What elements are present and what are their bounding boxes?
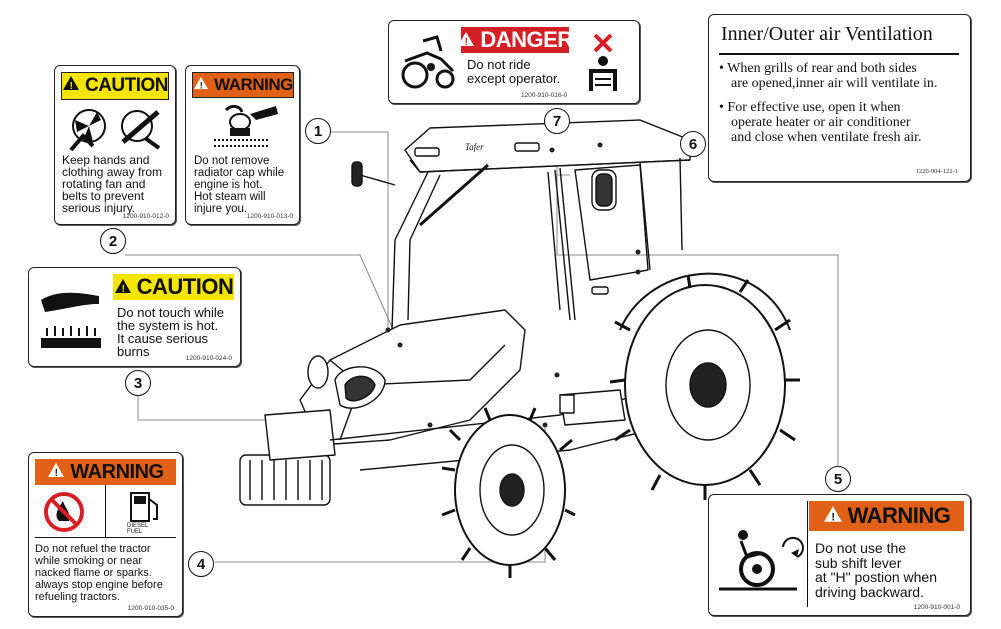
fan-hazard-icon (63, 102, 167, 159)
label-text-line: the system is hot. (117, 318, 219, 333)
label-text-line: serious injury. (62, 201, 136, 215)
label-text-line: while smoking or near (35, 555, 142, 567)
warning-radiator-label: ! WARNING Do not remove radiator cap whi… (185, 65, 300, 225)
no-fire-icon (41, 491, 87, 538)
alert-triangle-icon: ! (193, 75, 209, 95)
ventilation-label: Inner/Outer air Ventilation • When grill… (708, 14, 971, 182)
label-text-line: always stop engine before (35, 579, 163, 591)
alert-triangle-icon: ! (114, 274, 132, 300)
diesel-label-text: FUEL (127, 529, 143, 535)
callout-5: 5 (825, 466, 851, 492)
svg-text:!: ! (55, 468, 58, 478)
part-code: 1200-910-035-0 (127, 605, 174, 612)
leader-1 (330, 131, 389, 330)
svg-text:!: ! (465, 37, 468, 47)
label-text-line: Keep hands and (62, 153, 150, 167)
label-text-line: sub shift lever (815, 554, 902, 571)
callout-6: 6 (680, 131, 706, 157)
danger-ride-label: ! DANGER Do not ride except operator. 12… (388, 20, 640, 104)
part-code: 1220-904-122-1 (915, 168, 958, 175)
label-text-line: Do not remove (194, 155, 270, 167)
brand-logo: Tafer (465, 142, 484, 152)
bullet-item-cont: are opened,inner air will ventilate in. (731, 76, 938, 91)
label-text-line: nacked flame or sparks. (35, 567, 152, 579)
svg-text:!: ! (121, 284, 124, 294)
alert-triangle-icon: ! (823, 503, 843, 529)
signal-word: CAUTION (136, 274, 234, 299)
label-text-line: engine is hot. (194, 179, 263, 191)
part-code: 1200-910-016-0 (521, 92, 568, 99)
bullet-item-cont: and close when ventilate fresh air. (731, 130, 922, 145)
label-text-line: refueling tractors. (35, 591, 120, 603)
part-code: 1200-910-013-0 (246, 213, 293, 220)
ventilation-title: Inner/Outer air Ventilation (721, 23, 933, 45)
alert-triangle-icon: ! (62, 75, 80, 97)
label-text-line: Do not touch while (117, 305, 224, 320)
warning-shift-label: ! WARNING Do not use the sub shift lever… (708, 494, 971, 616)
warning-refuel-label: ! WARNING DIESEL FUEL Do not refuel the … (28, 452, 183, 617)
callout-2: 2 (100, 228, 126, 254)
label-text-line: Do not refuel the tractor (35, 543, 151, 555)
callout-4: 4 (188, 551, 214, 577)
signal-word: CAUTION (84, 75, 169, 96)
label-text-line: Do not ride (467, 57, 531, 72)
svg-text:!: ! (200, 80, 203, 90)
hot-steam-icon (206, 100, 286, 157)
no-passenger-icon (575, 29, 633, 102)
svg-text:!: ! (831, 512, 834, 523)
label-text-line: Hot steam will (194, 191, 266, 203)
label-text-line: radiator cap while (194, 167, 285, 179)
label-text-line: clothing away from (62, 165, 163, 179)
label-text-line: rotating fan and (62, 177, 146, 191)
signal-word: WARNING (70, 460, 164, 483)
label-text-line: burns (117, 344, 150, 359)
signal-word: WARNING (847, 503, 951, 528)
fuel-pump-icon (125, 489, 165, 540)
label-text-line: Do not use the (815, 540, 907, 556)
label-text-line: driving backward. (815, 583, 924, 600)
rollover-icon (717, 523, 805, 598)
label-text-line: at "H" postion when (815, 569, 938, 585)
part-code: 1200-910-001-0 (913, 604, 960, 611)
part-code: 1200-910-024-0 (185, 355, 232, 362)
bullet-item-cont: operate heater or air conditioner (731, 115, 911, 130)
diesel-label-text: DIESEL (127, 523, 149, 529)
alert-triangle-icon: ! (457, 27, 475, 53)
signal-word: WARNING (214, 75, 293, 94)
label-text-line: injure you. (194, 203, 248, 215)
svg-text:!: ! (70, 81, 73, 91)
callout-3: 3 (125, 370, 151, 396)
bullet-item: • When grills of rear and both sides (719, 61, 917, 76)
callout-1: 1 (305, 118, 331, 144)
label-text-line: It cause serious (117, 331, 209, 346)
label-text-line: belts to prevent (62, 189, 145, 203)
no-rider-tractor-icon (397, 29, 459, 100)
part-code: 1200-910-012-0 (122, 213, 169, 220)
leader-2 (125, 254, 401, 346)
label-text-line: except operator. (467, 71, 561, 86)
signal-word: DANGER (480, 27, 573, 52)
divider (719, 53, 959, 55)
caution-fan-label: ! CAUTION Keep hands and clothing away f… (54, 65, 176, 225)
caution-hot-label: ! CAUTION Do not touch while the system … (28, 267, 241, 367)
callout-7: 7 (544, 108, 570, 134)
hot-surface-icon (37, 278, 107, 365)
alert-triangle-icon: ! (47, 461, 65, 484)
bullet-item: • For effective use, open it when (719, 100, 901, 115)
